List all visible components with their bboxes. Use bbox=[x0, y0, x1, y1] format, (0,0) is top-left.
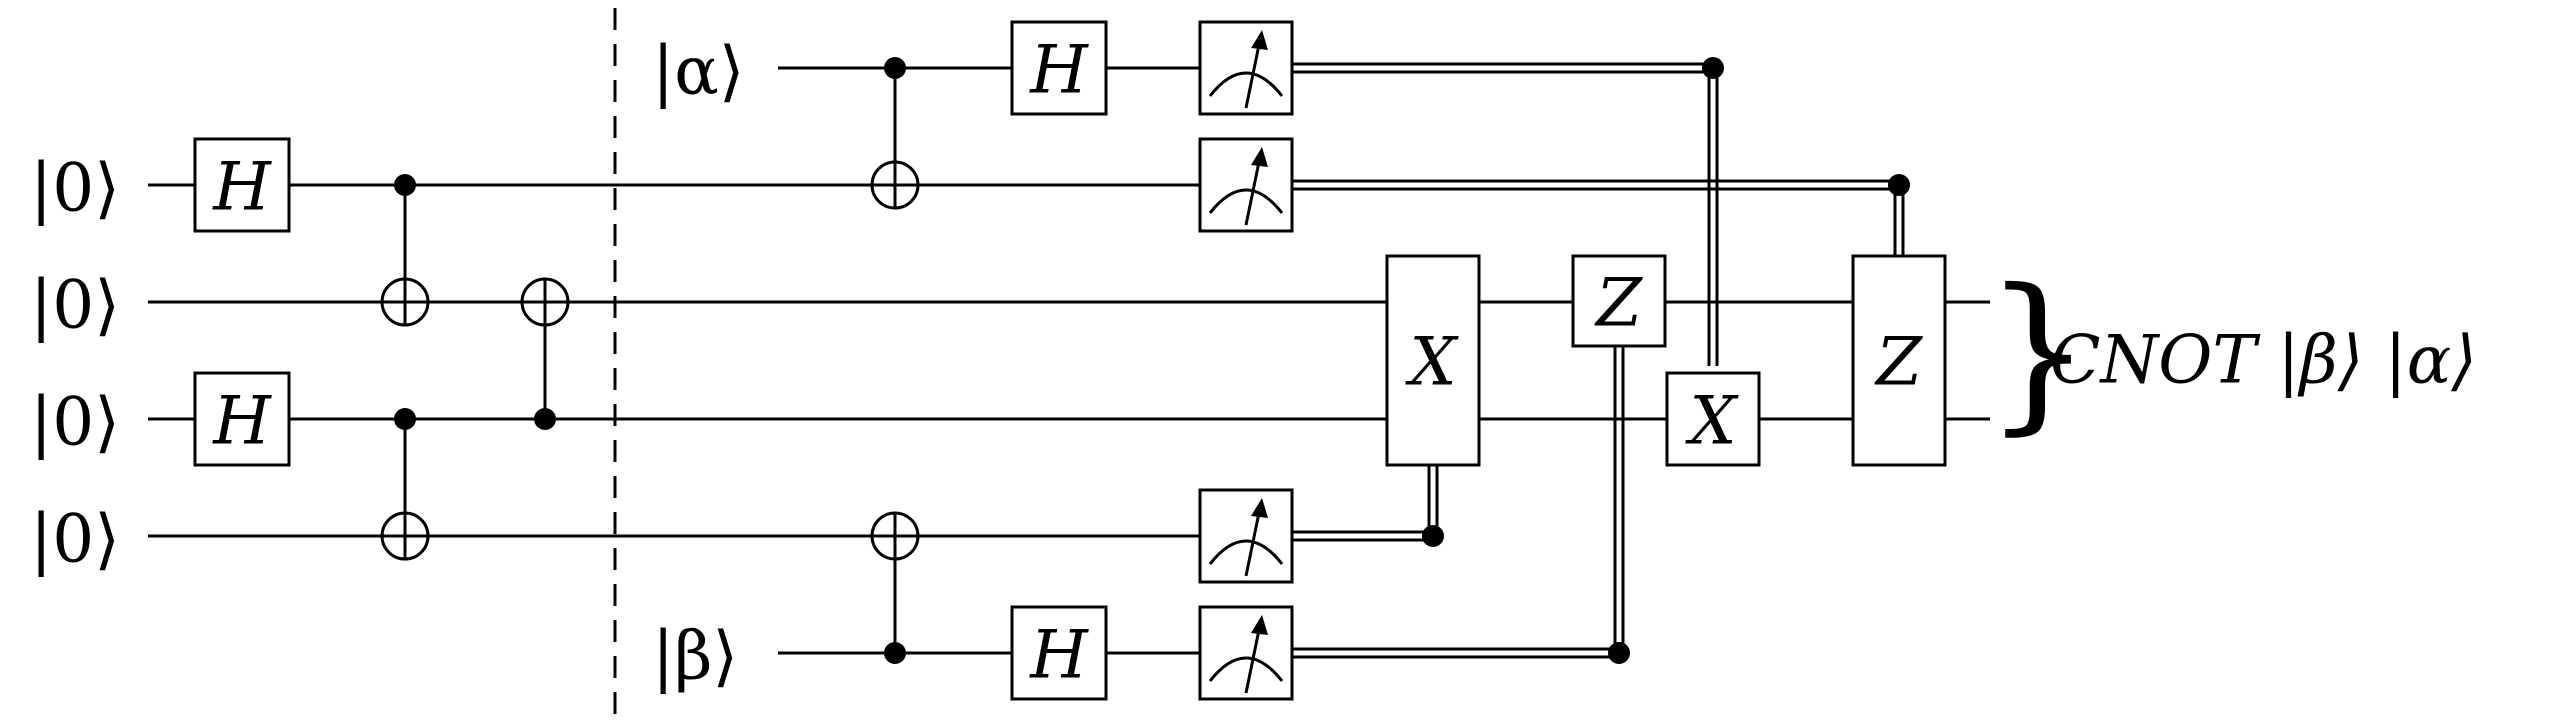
cnot-target-q4-b bbox=[870, 511, 920, 561]
hadamard-gate-q3: H bbox=[193, 371, 291, 467]
cnot-target-q1 bbox=[870, 160, 920, 210]
measurement-meter-q1 bbox=[1198, 137, 1294, 233]
cnot-target-q2-b bbox=[520, 277, 570, 327]
input-label-q1: |0⟩ bbox=[30, 150, 120, 227]
classical-dot-q1 bbox=[1888, 174, 1910, 196]
classical-wire-q4 bbox=[1292, 465, 1439, 542]
x-gate-q3: X bbox=[1665, 371, 1761, 467]
svg-text:H: H bbox=[1029, 32, 1089, 109]
hadamard-gate-alpha: H bbox=[1010, 20, 1108, 116]
svg-text:X: X bbox=[1685, 383, 1740, 460]
output-label: CNOT |β⟩ |α⟩ bbox=[2050, 322, 2477, 399]
control-dot-q1 bbox=[394, 174, 416, 196]
input-label-alpha: |α⟩ bbox=[652, 33, 745, 110]
z-gate-q2: Z bbox=[1571, 254, 1667, 348]
svg-text:X: X bbox=[1405, 324, 1460, 401]
hadamard-gate-q1: H bbox=[193, 137, 291, 233]
output-brace: } bbox=[1984, 253, 2092, 451]
svg-text:H: H bbox=[212, 383, 272, 460]
hadamard-gate-beta: H bbox=[1010, 605, 1108, 701]
classical-dot-beta bbox=[1608, 642, 1630, 664]
svg-text:H: H bbox=[212, 149, 272, 226]
classical-dot-alpha bbox=[1702, 57, 1724, 79]
input-label-q2: |0⟩ bbox=[30, 267, 120, 344]
measurement-meter-beta bbox=[1198, 605, 1294, 701]
measurement-meter-alpha bbox=[1198, 20, 1294, 116]
input-label-q3: |0⟩ bbox=[30, 384, 120, 461]
classical-wire-q1 bbox=[1292, 179, 1905, 255]
control-dot-q3-b bbox=[534, 408, 556, 430]
control-dot-q3 bbox=[394, 408, 416, 430]
measurement-meter-q4 bbox=[1198, 488, 1294, 584]
classical-dot-q4 bbox=[1422, 525, 1444, 547]
input-label-beta: |β⟩ bbox=[652, 618, 738, 695]
input-label-q4: |0⟩ bbox=[30, 501, 120, 578]
cnot-target-q2 bbox=[380, 277, 430, 327]
control-dot-beta bbox=[884, 642, 906, 664]
control-dot-alpha bbox=[884, 57, 906, 79]
svg-text:Z: Z bbox=[1874, 324, 1923, 401]
svg-text:Z: Z bbox=[1594, 265, 1643, 342]
x-gate-two-qubit: X bbox=[1385, 254, 1481, 467]
svg-text:H: H bbox=[1029, 617, 1089, 694]
cnot-target-q4 bbox=[380, 511, 430, 561]
z-gate-two-qubit: Z bbox=[1851, 254, 1947, 467]
